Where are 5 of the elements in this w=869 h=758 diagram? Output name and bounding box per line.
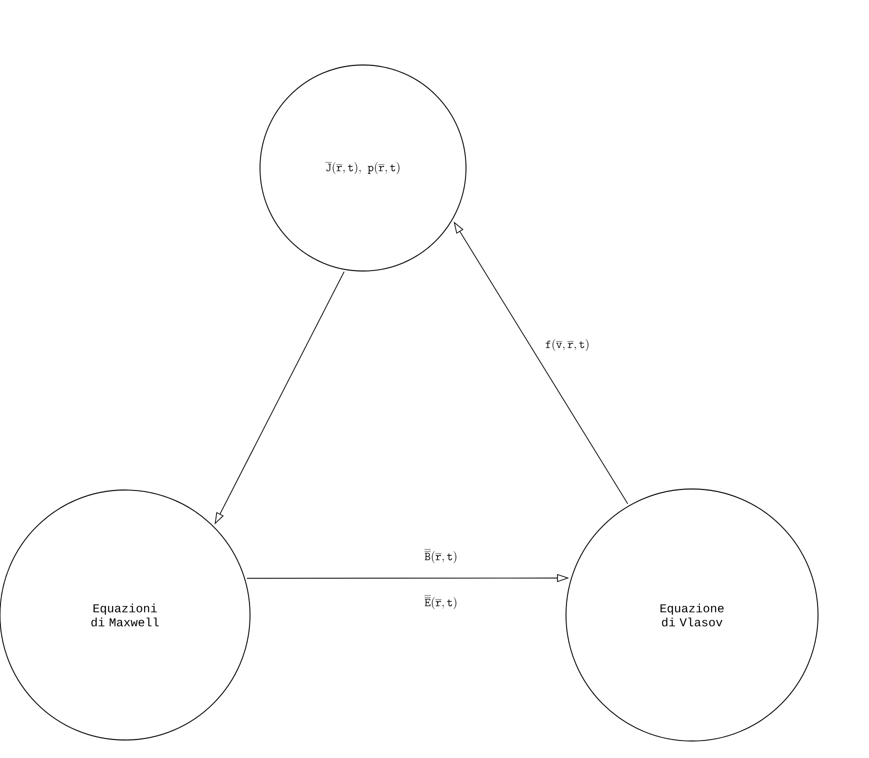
edge-label: $\mathtt{\overline{\overline{B}}(\overline{r},t)}$ xyxy=(422,546,460,566)
circle-node: Equazione di Vlasov xyxy=(566,488,818,742)
edge-label: $\mathtt{f(\overline{v},\overline{r},t)}$ xyxy=(543,337,592,353)
formula-label: $\mathtt{\overline{\overline{E}}(\overline{r},t)}$ xyxy=(422,592,460,612)
circle-node: $\mathtt{\overline{J}(\overline{r},t),\ p(\overline{r},t)}$ xyxy=(260,64,466,272)
